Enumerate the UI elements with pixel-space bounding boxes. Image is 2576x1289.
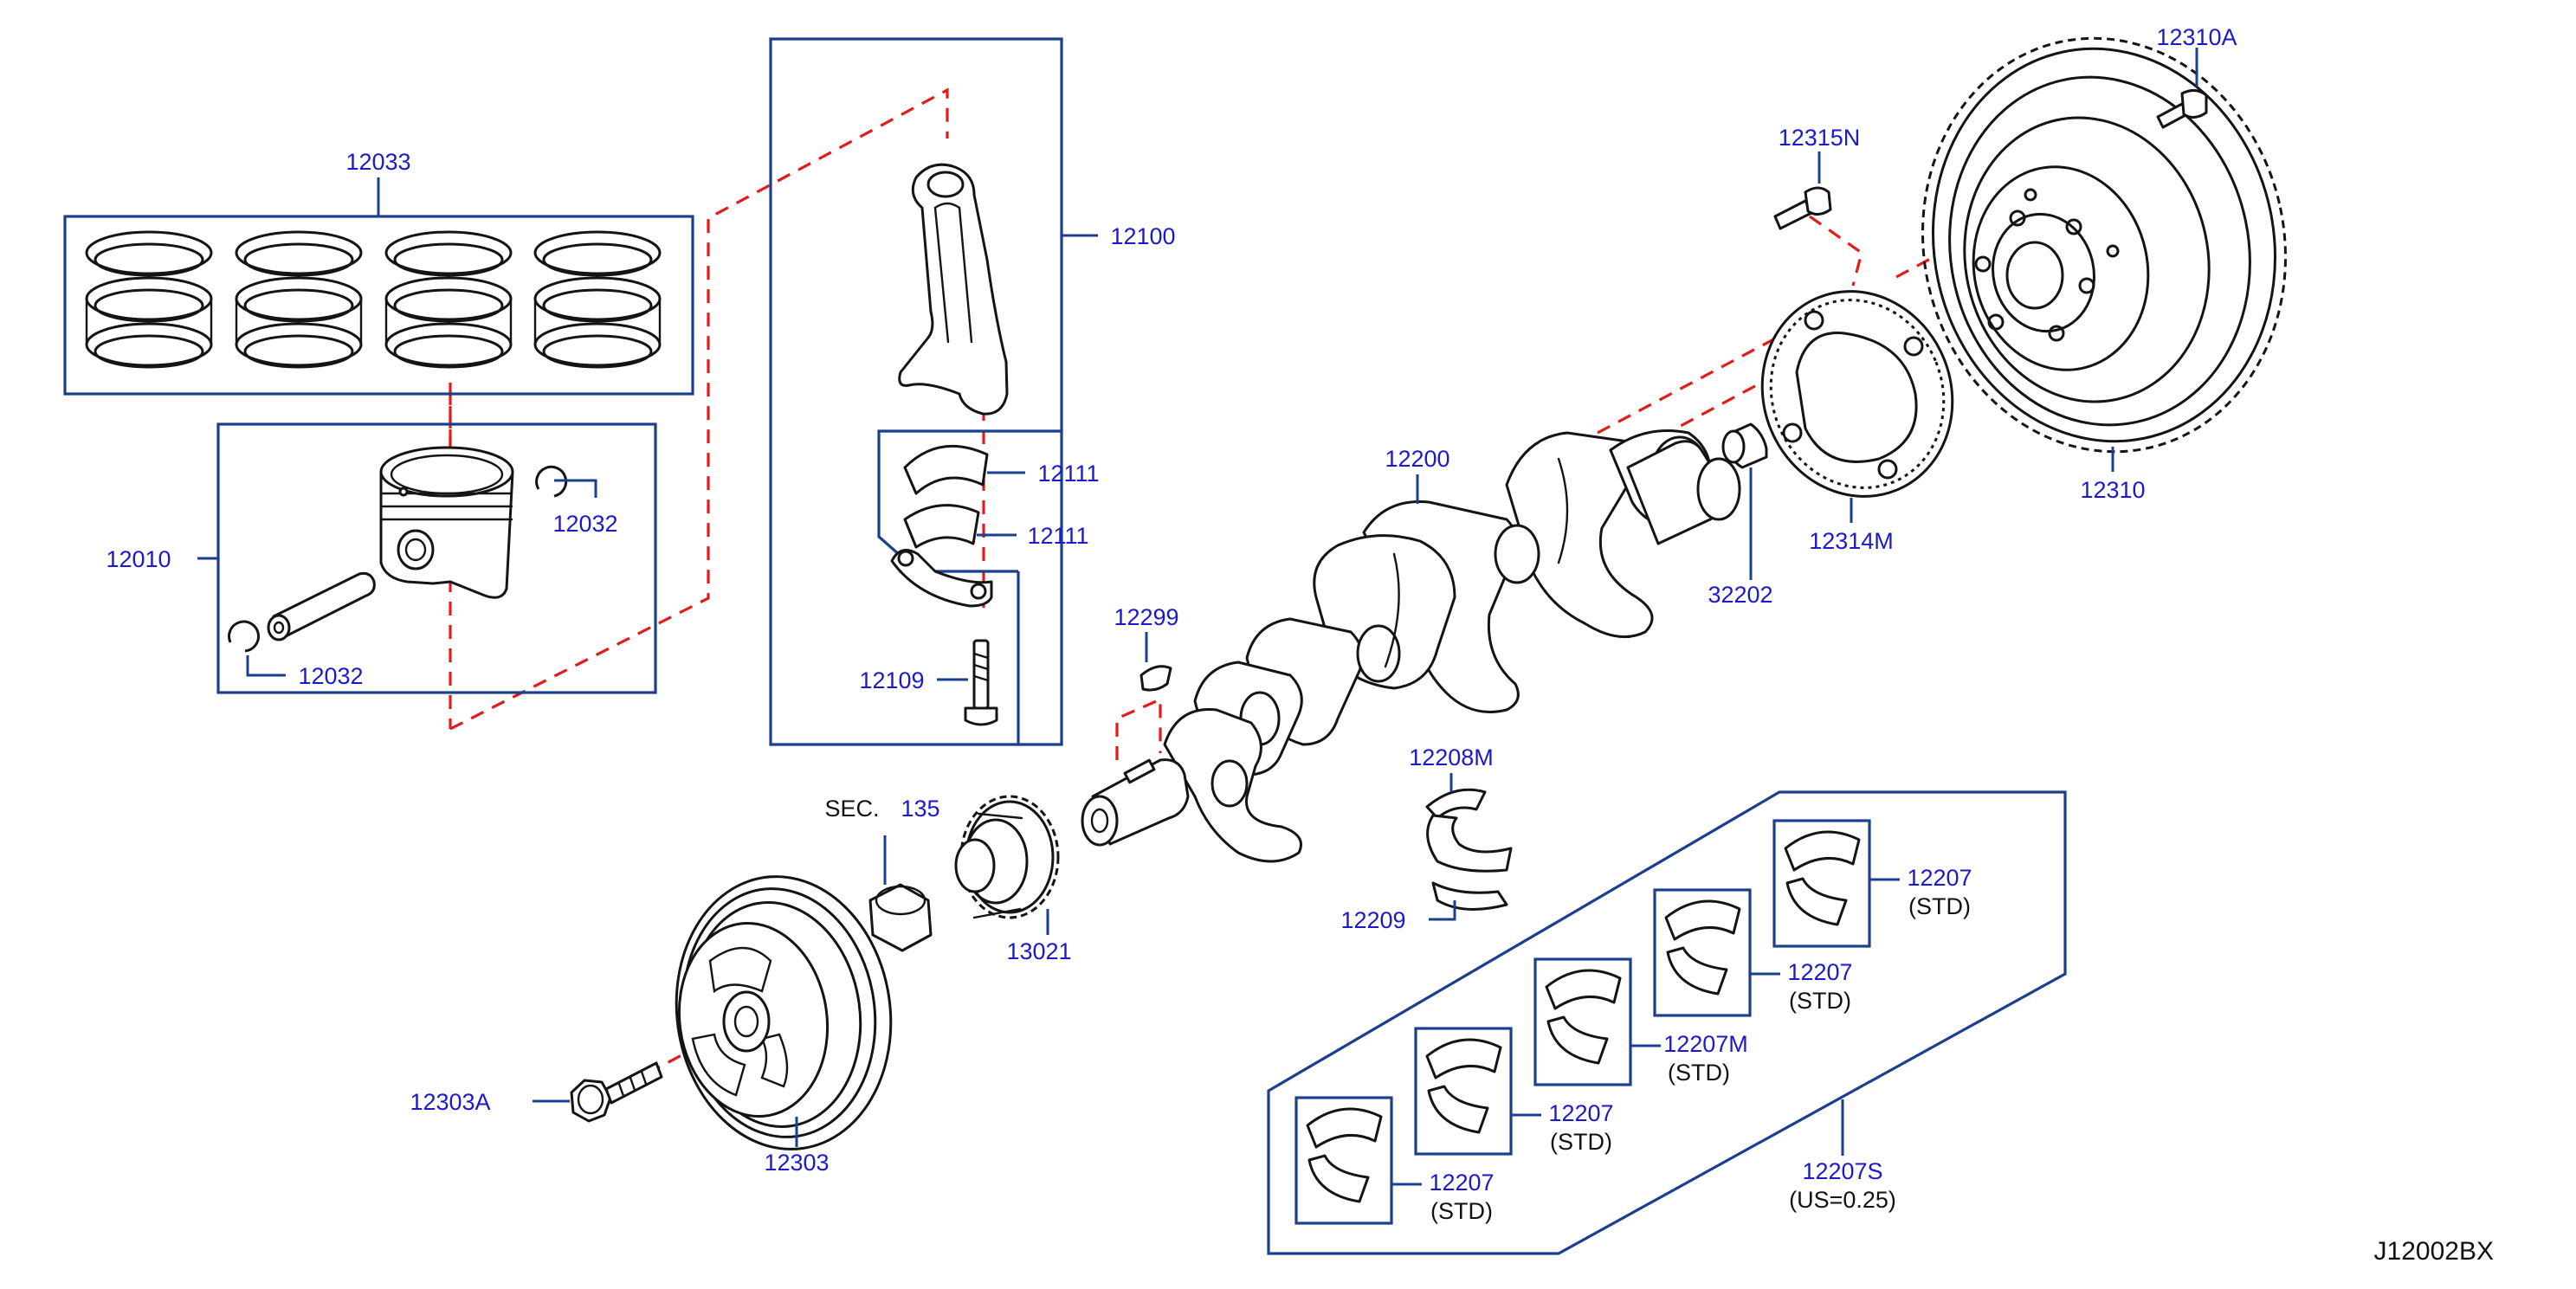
rod-bolt: 12109 [859,639,998,726]
callout-thrust-washer-upper[interactable]: 12208M [1409,744,1494,770]
piston-ring-set: 12033 [63,149,694,396]
piston-ring-group-2 [235,230,363,369]
connecting-rod-frame [769,37,1063,746]
callout-sprocket[interactable]: 13021 [1006,938,1071,964]
crank-key: 12299 [1114,604,1179,692]
callout-pulley-bolt[interactable]: 12303A [410,1089,490,1115]
signal-plate: 12314M [1760,290,1954,554]
callout-pilot-bushing[interactable]: 32202 [1708,582,1772,608]
callout-snap-ring-bottom[interactable]: 12032 [298,663,363,689]
bearing-set-note: (US=0.25) [1789,1187,1896,1213]
connecting-rod-assembly: 12100 12111 12111 [769,37,1176,746]
callout-crankshaft[interactable]: 12200 [1385,446,1449,472]
main-bearing-3-note: (STD) [1668,1060,1730,1086]
snap-ring-top: 12032 [535,465,618,537]
main-bearing-4-number[interactable]: 12207 [1787,959,1852,985]
main-bearing-3: 12207M (STD) [1533,957,1748,1086]
callout-rod-bearing-upper[interactable]: 12111 [1037,461,1099,487]
callout-rod-bearing-lower[interactable]: 12111 [1027,523,1088,549]
crank-sprocket: 13021 [954,795,1072,964]
flywheel-bolt: 12310A [2156,24,2237,129]
callout-section-number[interactable]: 135 [901,796,939,822]
section-135-nut: SEC. 135 [824,796,940,952]
callout-flywheel-bolt[interactable]: 12310A [2156,24,2237,50]
flywheel: 12310 [1921,36,2287,503]
piston-ring-group-1 [85,230,213,369]
main-bearing-set-frame [1267,790,2067,1255]
main-bearing-5-note: (STD) [1908,893,1971,919]
callout-connecting-rod[interactable]: 12100 [1110,223,1175,249]
callout-snap-ring-top[interactable]: 12032 [552,511,617,537]
main-bearing-4: 12207 (STD) [1653,888,1853,1017]
piston-ring-group-4 [533,230,662,369]
rod-cap [890,549,993,608]
main-bearing-3-number[interactable]: 12207M [1663,1031,1748,1057]
callout-rod-bolt[interactable]: 12109 [859,667,924,693]
main-bearing-2-note: (STD) [1550,1129,1612,1155]
callout-signal-plate-bolt[interactable]: 12315N [1779,125,1861,151]
rod-bearing-subframe [877,429,1062,557]
main-bearing-4-note: (STD) [1789,988,1851,1014]
callout-bearing-set[interactable]: 12207S [1802,1158,1882,1184]
snap-ring-bottom: 12032 [228,620,364,689]
piston [379,446,514,599]
crankshaft: 12200 [1081,429,1741,863]
section-prefix: SEC. [824,796,879,822]
main-bearing-2-number[interactable]: 12207 [1548,1100,1613,1126]
callout-flywheel[interactable]: 12310 [2080,477,2145,503]
pilot-bushing: 32202 [1708,422,1773,608]
connecting-rod [898,163,1009,416]
rod-bearing-lower: 12111 [903,504,1089,549]
main-bearing-1-number[interactable]: 12207 [1429,1170,1494,1196]
thrust-washers: 12208M 12209 [1340,744,1513,933]
rod-bearing-upper: 12111 [903,444,1100,495]
piston-pin [267,571,376,641]
callout-pulley[interactable]: 12303 [764,1150,829,1176]
callout-piston[interactable]: 12010 [106,546,171,572]
main-bearing-5: 12207 (STD) [1772,819,1972,948]
main-bearing-1: 12207 (STD) [1294,1096,1495,1225]
main-bearing-5-number[interactable]: 12207 [1907,865,1972,891]
pulley-bolt: 12303A [410,1061,663,1123]
diagram-id: J12002BX [2374,1237,2494,1266]
alignment-lines [449,87,2018,1097]
main-bearing-1-note: (STD) [1430,1198,1493,1224]
callout-crank-key[interactable]: 12299 [1114,604,1178,630]
main-bearing-2: 12207 (STD) [1414,1027,1614,1156]
callout-thrust-washer-lower[interactable]: 12209 [1340,907,1405,933]
signal-plate-bolt: 12315N [1773,125,1861,230]
piston-assembly: 12010 12032 12032 [106,422,657,694]
callout-signal-plate[interactable]: 12314M [1809,528,1894,554]
callout-piston-ring-set[interactable]: 12033 [345,149,410,175]
main-bearing-set: 12207S (US=0.25) [1267,790,2067,1255]
crank-pulley: 12303 [675,875,893,1176]
piston-ring-group-3 [384,230,513,369]
